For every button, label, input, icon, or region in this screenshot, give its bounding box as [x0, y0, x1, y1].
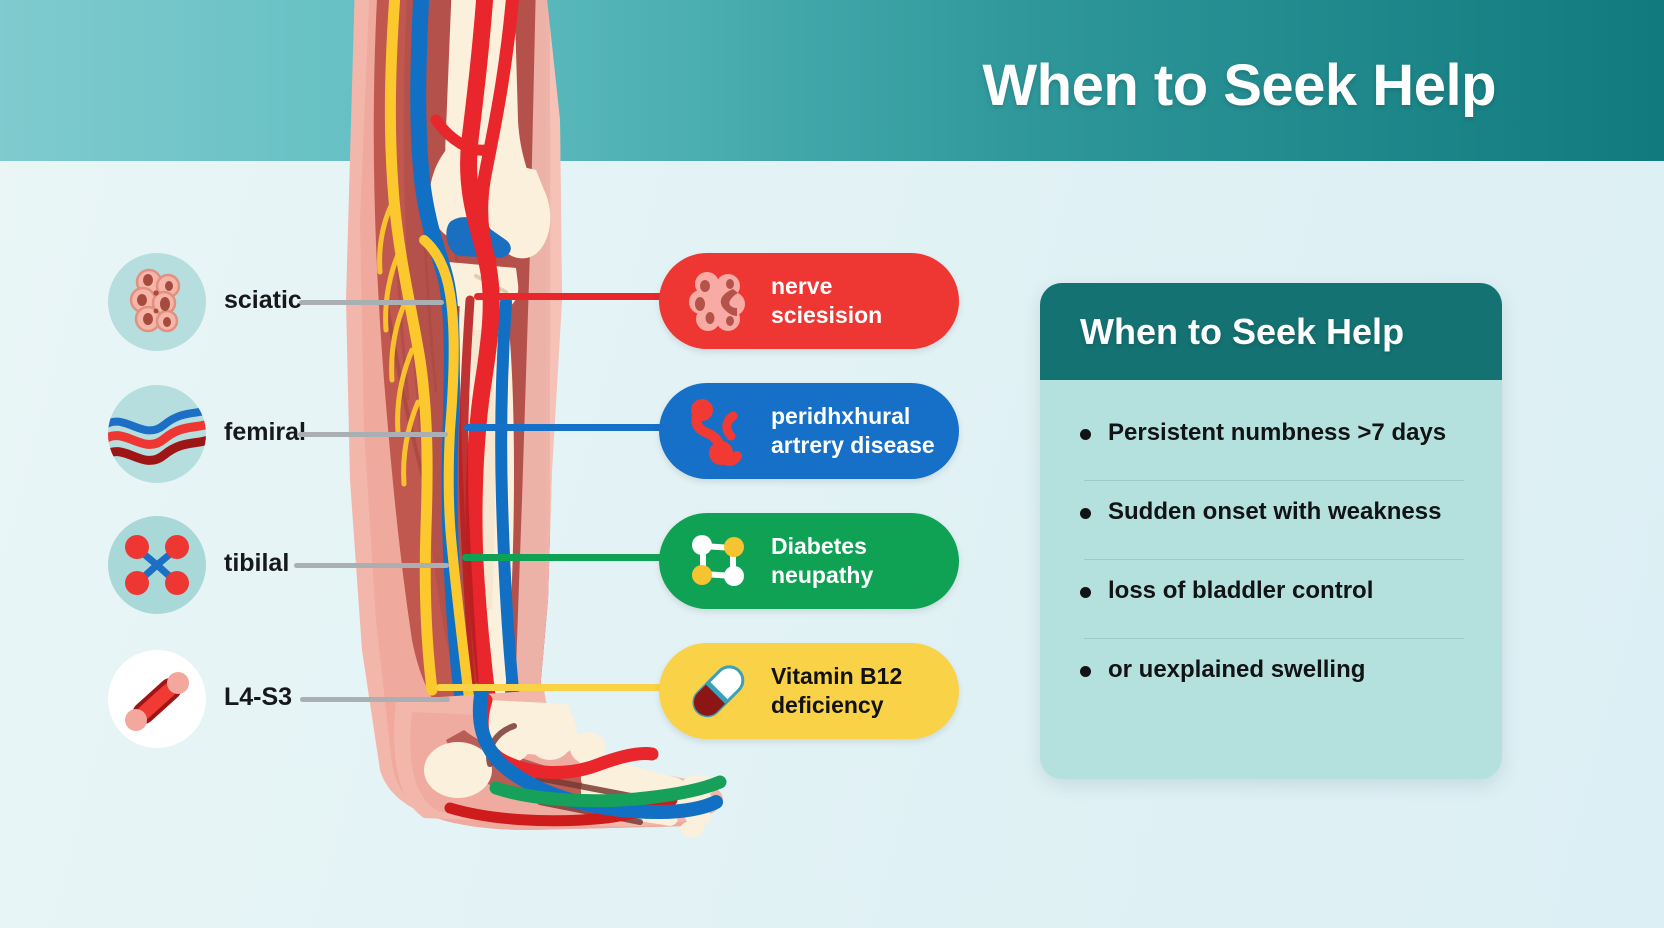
pill-label-diabetes: Diabetes neupathy	[771, 532, 873, 591]
bullet-icon	[1080, 508, 1091, 519]
pill-peripheral-artery-disease[interactable]: peridhxhural artrery disease	[659, 383, 959, 479]
list-item-label: or uexplained swelling	[1108, 656, 1366, 683]
pill-nerve-sciesision[interactable]: nerve sciesision	[659, 253, 959, 349]
list-item-label: loss of bladdler control	[1108, 577, 1374, 604]
pill-label-pad: peridhxhural artrery disease	[771, 402, 935, 461]
marker-tibilal[interactable]: tibilal	[108, 516, 468, 616]
glucose-molecule-icon	[681, 524, 755, 598]
panel-title: When to Seek Help	[1080, 310, 1405, 352]
pill-line2: sciesision	[771, 302, 883, 328]
pill-diabetes-neupathy[interactable]: Diabetes neupathy	[659, 513, 959, 609]
list-item: Sudden onset with weakness	[1080, 481, 1468, 559]
when-to-seek-help-panel: When to Seek Help Persistent numbness >7…	[1040, 283, 1502, 779]
artery-vein-vessels-icon	[108, 385, 206, 483]
page-title: When to Seek Help	[982, 53, 1496, 118]
marker-label-sciatic: sciatic	[224, 286, 302, 314]
leader-line-sciatic	[299, 300, 444, 305]
foot-illustration	[394, 683, 727, 837]
connector-line-diabetes	[462, 554, 674, 561]
connector-line-pad	[464, 424, 674, 431]
nerve-main	[384, 0, 438, 696]
spinal-nerve-root-icon	[108, 650, 206, 748]
capsule-pill-icon	[681, 654, 755, 728]
list-item-label: Sudden onset with weakness	[1108, 498, 1442, 525]
header-bar	[0, 0, 1664, 161]
pill-line2: neupathy	[771, 562, 874, 588]
artery-main	[460, 0, 500, 729]
pill-line1: peridhxhural	[771, 402, 911, 429]
nerve-fascicle-cross-section-icon	[108, 253, 206, 351]
connector-line-b12	[436, 684, 674, 691]
list-item: or uexplained swelling	[1080, 639, 1468, 717]
pill-line2: artrery disease	[771, 432, 935, 458]
bullet-icon	[1080, 666, 1091, 677]
list-item-label: Persistent numbness >7 days	[1108, 419, 1447, 446]
marker-l4-s3[interactable]: L4-S3	[108, 650, 468, 750]
leader-line-l4-s3	[300, 697, 450, 702]
bullet-icon	[1080, 429, 1091, 440]
marker-label-tibilal: tibilal	[224, 549, 290, 577]
pill-line1: Diabetes	[771, 532, 867, 559]
divider	[1084, 559, 1464, 560]
pill-line1: Vitamin B12	[771, 662, 903, 689]
panel-header: When to Seek Help	[1040, 283, 1502, 380]
leader-line-tibilal	[294, 563, 449, 568]
marker-sciatic[interactable]: sciatic	[108, 253, 468, 353]
nerve-branch-nodes-icon	[108, 516, 206, 614]
pill-vitamin-b12-deficiency[interactable]: Vitamin B12 deficiency	[659, 643, 959, 739]
bullet-icon	[1080, 587, 1091, 598]
marker-label-femiral: femiral	[224, 418, 306, 446]
marker-label-l4-s3: L4-S3	[224, 683, 293, 711]
pill-line2: deficiency	[771, 692, 884, 718]
foot-nerve-green	[489, 775, 727, 808]
divider	[1084, 638, 1464, 639]
list-item: Persistent numbness >7 days	[1080, 402, 1468, 480]
pill-line1: nerve	[771, 272, 833, 299]
nerve-cluster-icon	[681, 264, 755, 338]
leader-line-femiral	[298, 432, 448, 437]
panel-body: Persistent numbness >7 days Sudden onset…	[1040, 380, 1502, 717]
pill-label-nerve: nerve sciesision	[771, 272, 882, 331]
blocked-artery-icon	[681, 394, 755, 468]
leg-anatomy-illustration	[300, 0, 760, 860]
pill-label-b12: Vitamin B12 deficiency	[771, 662, 902, 721]
connector-line-nerve	[474, 293, 674, 300]
list-item: loss of bladdler control	[1080, 560, 1468, 638]
marker-femiral[interactable]: femiral	[108, 385, 468, 485]
divider	[1084, 480, 1464, 481]
